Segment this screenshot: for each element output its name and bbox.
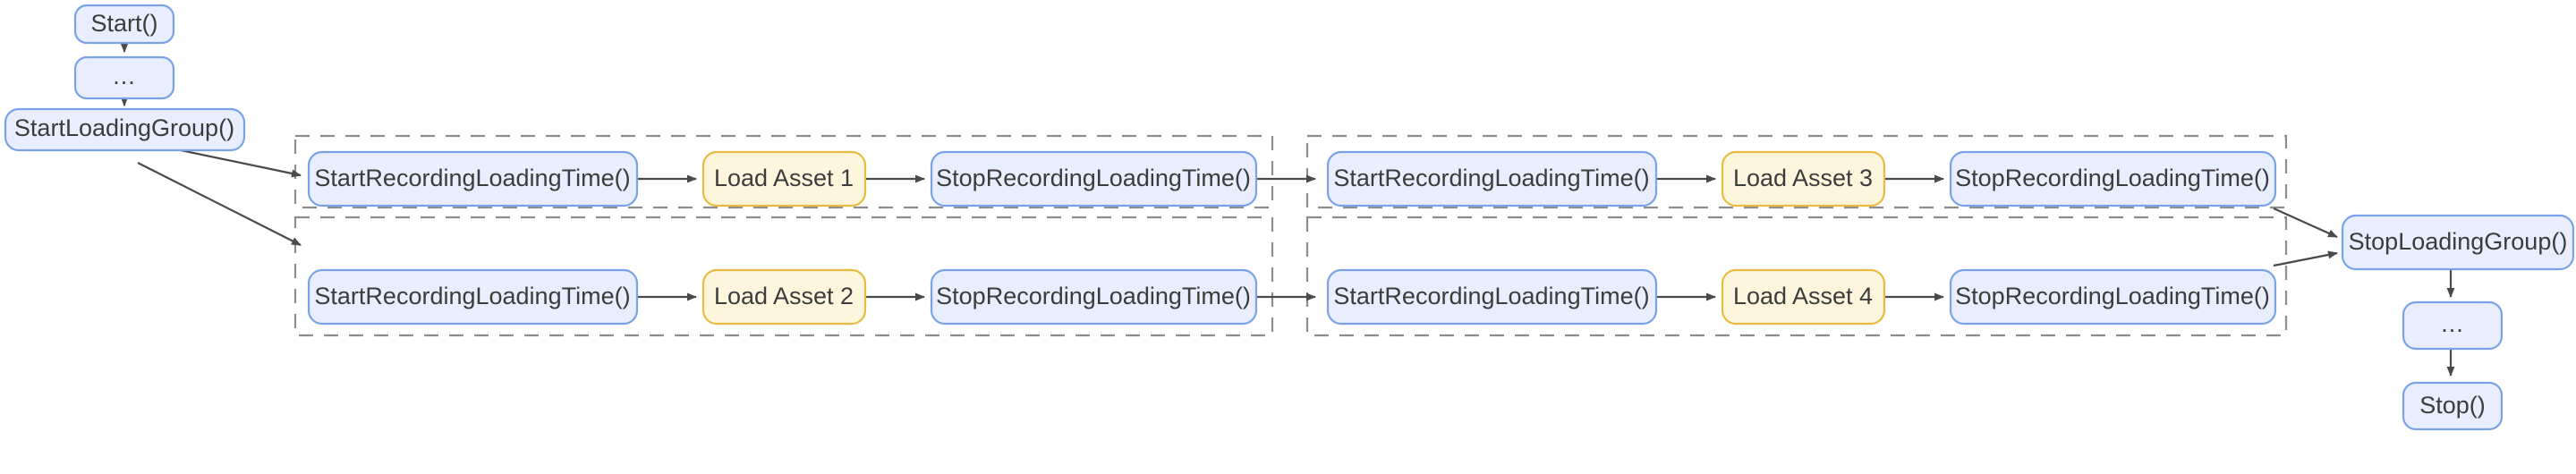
node-stop-shape[interactable] — [2402, 381, 2504, 431]
group-box-2-row-1 — [1305, 134, 2288, 209]
node-g2-row1-start-recording[interactable]: StartRecordingLoadingTime() — [1326, 150, 1658, 207]
node-g1-row2-start-recording[interactable]: StartRecordingLoadingTime() — [307, 268, 639, 326]
node-g1-row1-start-recording-shape[interactable] — [307, 150, 639, 207]
node-ellipsis-top[interactable]: ... — [73, 55, 175, 100]
edge-g2r2-stop-to-stop-group — [2273, 250, 2338, 267]
node-load-asset-3-shape[interactable] — [1721, 150, 1886, 207]
edge-g2r1-stop-to-stop-group — [2273, 207, 2338, 239]
node-ellipsis-bottom[interactable]: ... — [2402, 300, 2504, 351]
node-start-loading-group[interactable]: StartLoadingGroup() — [4, 107, 246, 152]
node-g1-row1-stop-recording[interactable]: StopRecordingLoadingTime() — [930, 150, 1258, 207]
node-g1-row2-start-recording-shape[interactable] — [307, 268, 639, 326]
node-start[interactable]: Start() — [73, 4, 175, 45]
node-g2-row2-start-recording-shape[interactable] — [1326, 268, 1658, 326]
node-load-asset-1-shape[interactable] — [701, 150, 867, 207]
node-start-shape[interactable] — [73, 4, 175, 45]
node-g2-row1-stop-recording[interactable]: StopRecordingLoadingTime() — [1949, 150, 2277, 207]
edges-layer — [120, 43, 2455, 377]
node-load-asset-2-shape[interactable] — [701, 268, 867, 326]
node-load-asset-4[interactable]: Load Asset 4 — [1721, 268, 1886, 326]
node-g1-row1-stop-recording-shape[interactable] — [930, 150, 1258, 207]
group-box-1-row-2 — [293, 216, 1274, 337]
node-load-asset-1[interactable]: Load Asset 1 — [701, 150, 867, 207]
node-g2-row2-stop-recording[interactable]: StopRecordingLoadingTime() — [1949, 268, 2277, 326]
node-stop-loading-group[interactable]: StopLoadingGroup() — [2341, 214, 2575, 271]
node-stop-loading-group-shape[interactable] — [2341, 214, 2575, 271]
group-box-2-row-2 — [1305, 216, 2288, 337]
node-g1-row1-start-recording[interactable]: StartRecordingLoadingTime() — [307, 150, 639, 207]
node-g1-row2-stop-recording-shape[interactable] — [930, 268, 1258, 326]
node-g1-row2-stop-recording[interactable]: StopRecordingLoadingTime() — [930, 268, 1258, 326]
node-start-loading-group-shape[interactable] — [4, 107, 246, 152]
edge-start-group-to-g1-row2 — [137, 162, 302, 246]
node-load-asset-4-shape[interactable] — [1721, 268, 1886, 326]
node-g2-row2-stop-recording-shape[interactable] — [1949, 268, 2277, 326]
node-load-asset-3[interactable]: Load Asset 3 — [1721, 150, 1886, 207]
node-stop[interactable]: Stop() — [2402, 381, 2504, 431]
node-ellipsis-bottom-shape[interactable] — [2402, 300, 2504, 351]
node-g2-row1-stop-recording-shape[interactable] — [1949, 150, 2277, 207]
node-load-asset-2[interactable]: Load Asset 2 — [701, 268, 867, 326]
group-containers — [293, 134, 2288, 337]
node-g2-row2-start-recording[interactable]: StartRecordingLoadingTime() — [1326, 268, 1658, 326]
node-ellipsis-top-shape[interactable] — [73, 55, 175, 100]
node-g2-row1-start-recording-shape[interactable] — [1326, 150, 1658, 207]
